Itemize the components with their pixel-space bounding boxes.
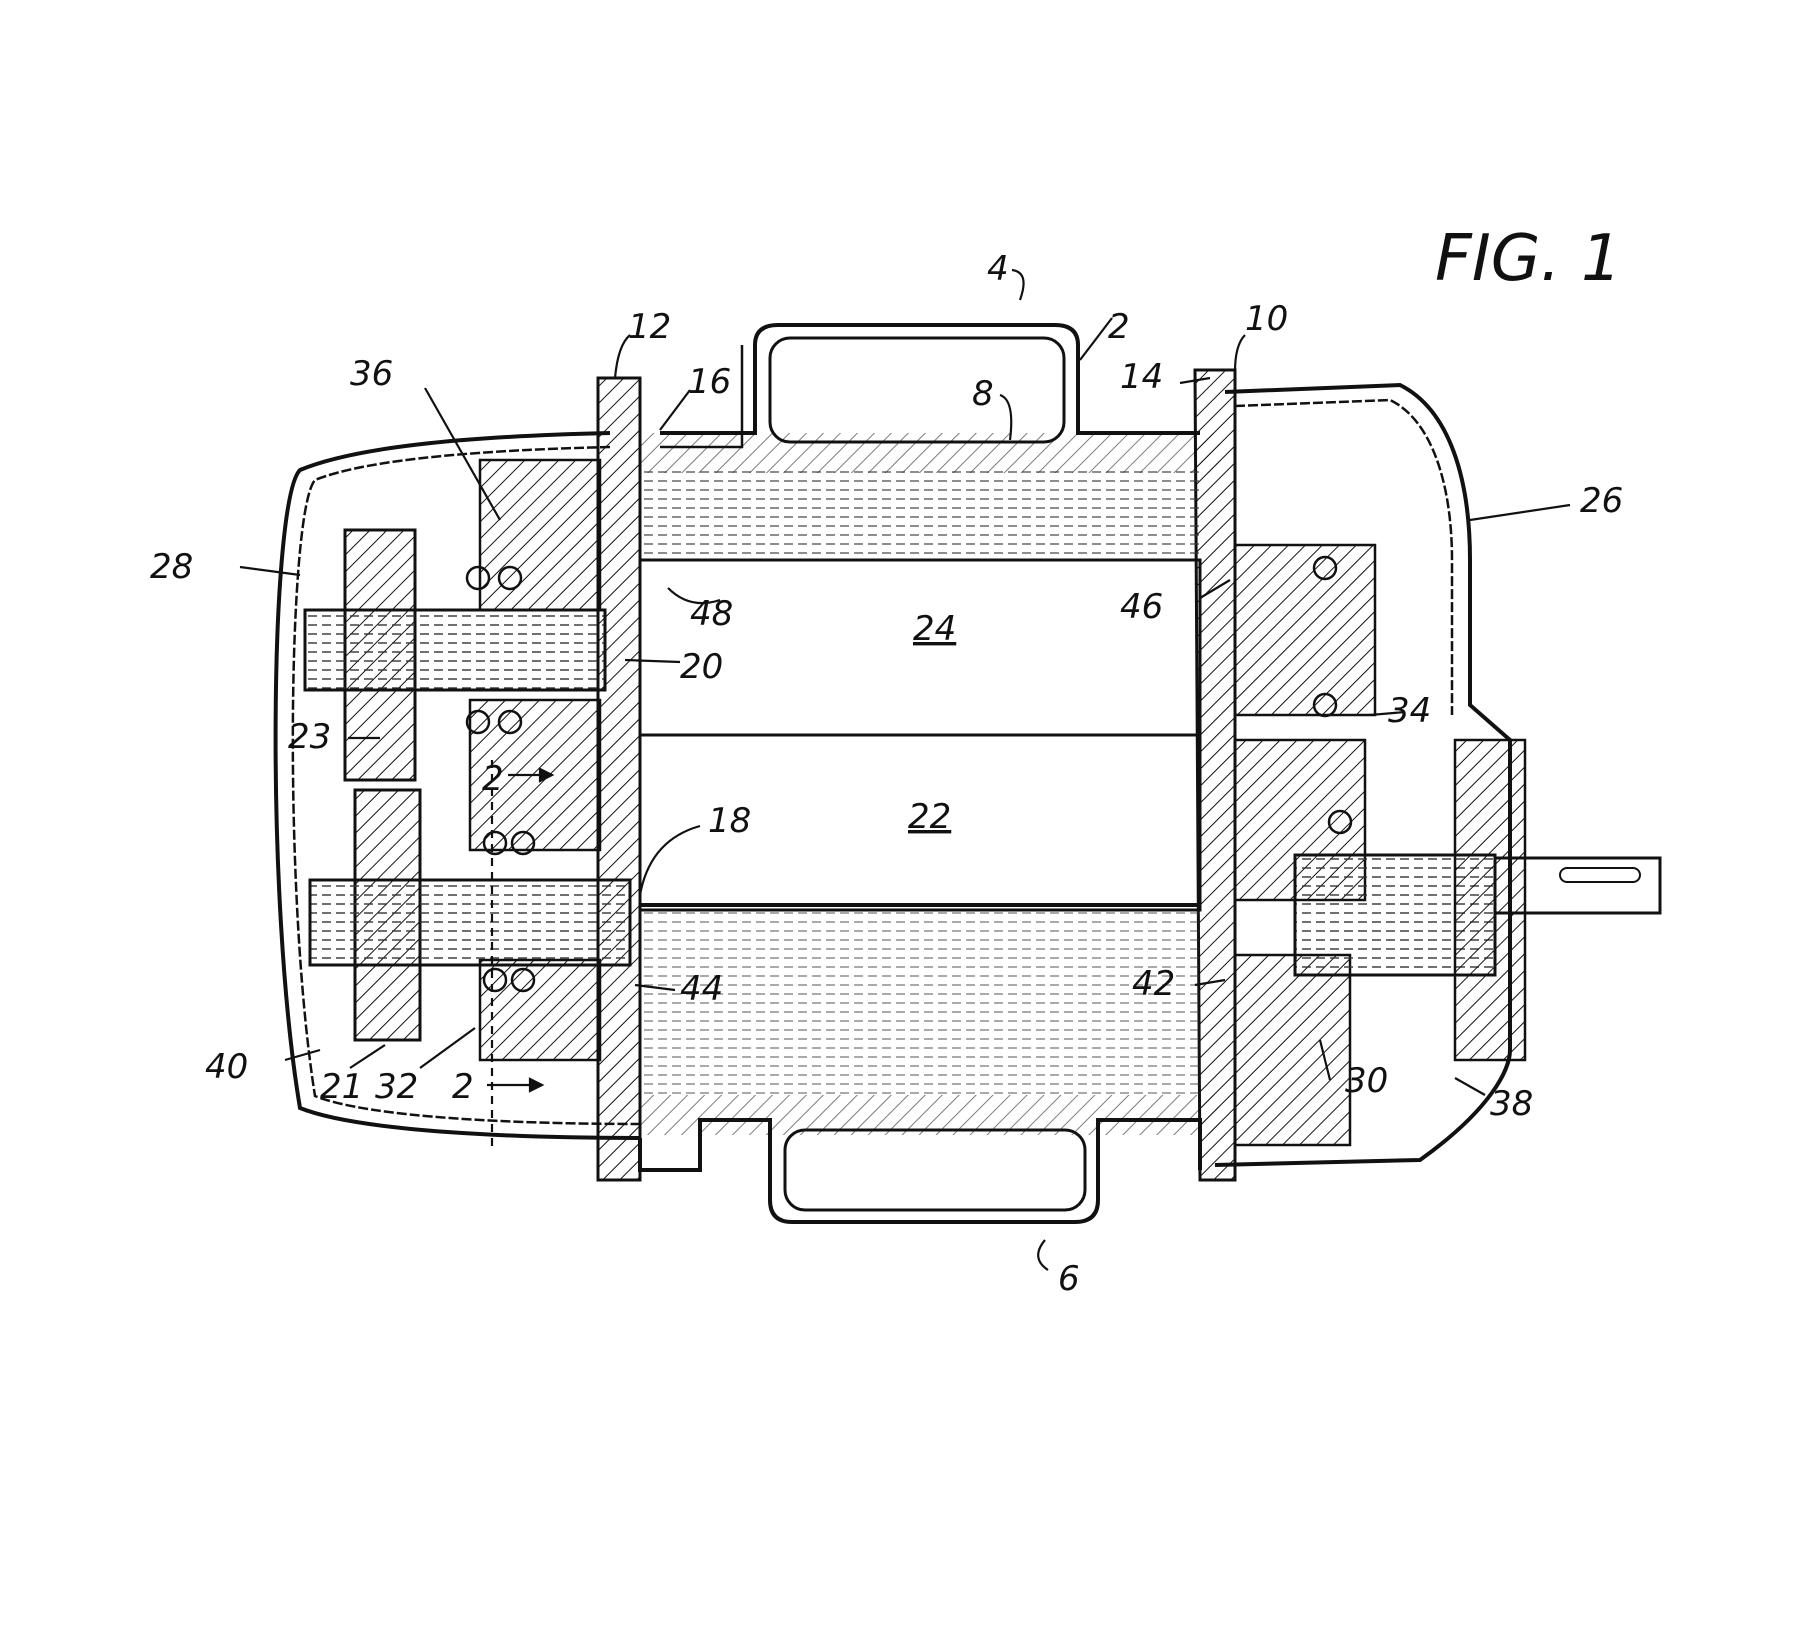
left-lower-shaft: [310, 880, 630, 965]
ref-label-34: 34: [1388, 691, 1431, 731]
right-bottom-block: [1235, 955, 1350, 1145]
ref-label-44: 44: [680, 969, 723, 1009]
left-bearing-housing-lower: [480, 960, 600, 1060]
left-bearing-housing-upper: [480, 460, 600, 610]
ref-label-48: 48: [690, 594, 733, 634]
drive-shaft-key: [1560, 868, 1640, 882]
ref-label-36: 36: [350, 354, 393, 394]
ref-label-22: 22: [908, 797, 951, 837]
ref-label-46: 46: [1120, 587, 1163, 627]
left-bearing-plate: [598, 378, 640, 1180]
shaft-seal-housing: [1455, 740, 1525, 1060]
ref-label-8: 8: [972, 374, 994, 414]
ref-label-4: 4: [987, 249, 1009, 289]
ref-label-16: 16: [688, 362, 731, 402]
ref-label-38: 38: [1490, 1084, 1533, 1124]
ref-label-32: 32: [375, 1067, 418, 1107]
ref-label-6: 6: [1058, 1259, 1080, 1299]
ref-label-23: 23: [288, 717, 331, 757]
ref-label-40: 40: [205, 1047, 248, 1087]
housing-wall-top-hatch: [640, 433, 1220, 473]
ref-label-2: 2: [1108, 307, 1130, 347]
ref-label-42: 42: [1132, 964, 1175, 1004]
bottom-cooling-passage: [785, 1130, 1085, 1210]
right-upper-bearing-housing: [1235, 545, 1375, 715]
ref-label-30: 30: [1345, 1061, 1388, 1101]
ref-label-21: 21: [320, 1067, 363, 1107]
housing-bottom: [640, 1120, 1200, 1222]
ref-label-18: 18: [708, 801, 751, 841]
ref-label-section-2a: 2: [482, 759, 504, 799]
ref-label-section-2b: 2: [452, 1067, 474, 1107]
ref-label-26: 26: [1580, 481, 1623, 521]
top-cooling-passage: [770, 338, 1064, 442]
rotor-22-shading: [640, 910, 1200, 1095]
rotor-24-shading: [640, 470, 1200, 560]
ref-label-12: 12: [628, 307, 671, 347]
ref-label-20: 20: [680, 647, 723, 687]
ref-label-24: 24: [913, 609, 956, 649]
ref-label-14: 14: [1120, 357, 1163, 397]
figure-title: FIG. 1: [1435, 222, 1622, 296]
housing-wall-bottom-hatch: [640, 1095, 1220, 1135]
ref-label-28: 28: [150, 547, 193, 587]
ref-label-10: 10: [1245, 299, 1288, 339]
left-upper-shaft: [305, 610, 605, 690]
